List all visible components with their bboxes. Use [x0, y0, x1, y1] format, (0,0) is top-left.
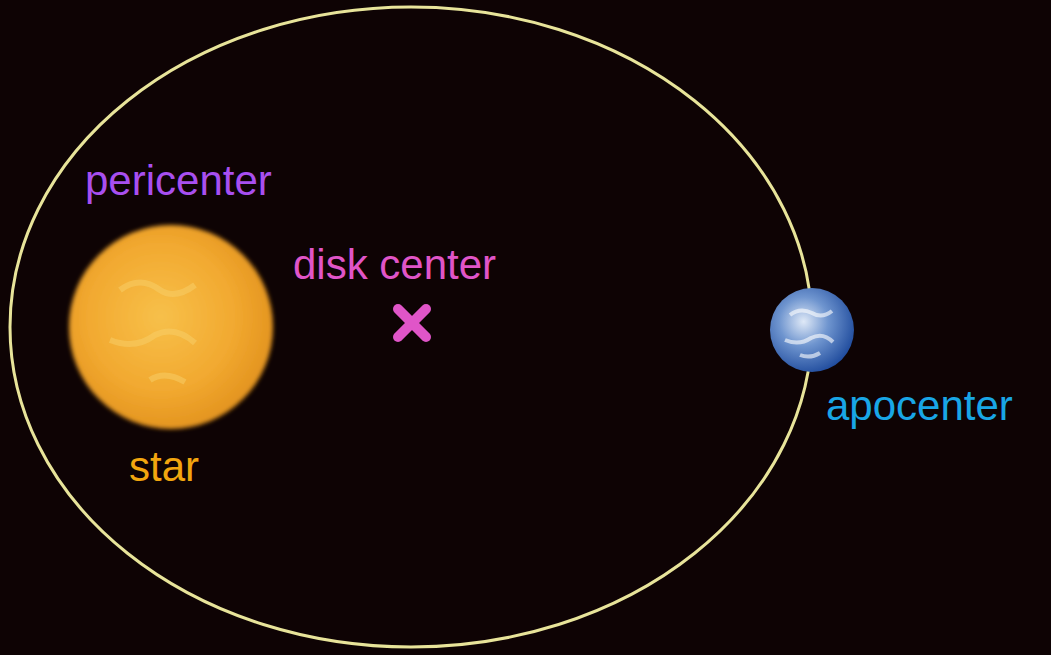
planet-symbol [770, 288, 854, 372]
star-label: star [129, 446, 199, 488]
pericenter-label: pericenter [85, 160, 272, 202]
star-symbol [69, 225, 273, 429]
disk-orbit [10, 7, 812, 647]
disk-center-label: disk center [293, 244, 496, 286]
apocenter-label: apocenter [826, 385, 1013, 427]
disk-center-marker [398, 309, 426, 337]
